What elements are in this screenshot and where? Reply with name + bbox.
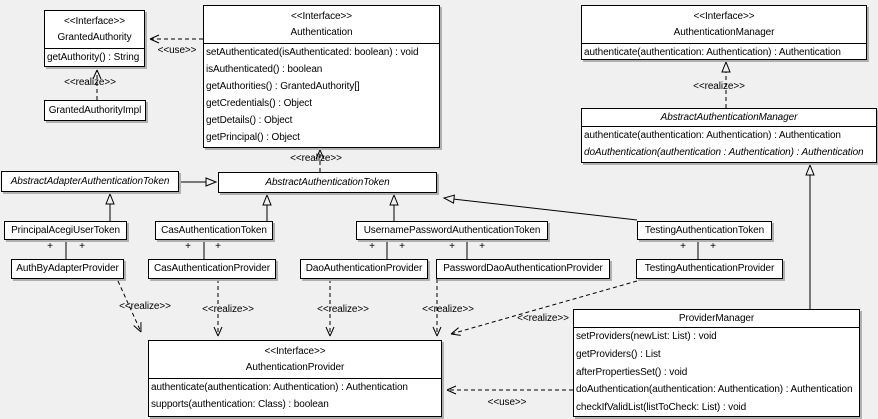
realize-label: <<realize>> xyxy=(422,304,474,315)
class-header: <<Interface>> AuthenticationManager xyxy=(582,6,866,43)
class-name: AuthenticationManager xyxy=(673,27,775,38)
edge-realize-testing-provider xyxy=(450,280,638,336)
realize-label: <<realize>> xyxy=(693,81,745,92)
realize-label: <<realize>> xyxy=(119,301,171,312)
class-name: TestingAuthenticationToken xyxy=(644,224,765,236)
stereotype-label: <<Interface>> xyxy=(693,11,755,22)
association-end-label: + xyxy=(185,241,191,252)
class-testing-authentication-provider: TestingAuthenticationProvider xyxy=(636,259,783,279)
class-name: GrantedAuthorityImpl xyxy=(48,104,142,116)
method: authenticate(authentication: Authenticat… xyxy=(151,382,408,393)
class-authentication: <<Interface>> Authentication setAuthenti… xyxy=(203,5,440,148)
class-name: CasAuthenticationProvider xyxy=(154,263,270,274)
class-granted-authority: <<Interface>> GrantedAuthority getAuthor… xyxy=(44,10,145,67)
method: doAuthentication(authentication: Authent… xyxy=(576,384,853,396)
method: authenticate(authentication: Authenticat… xyxy=(584,47,841,58)
realize-label: <<realize>> xyxy=(202,304,254,315)
method: setProviders(newList: List) : void xyxy=(576,331,717,342)
association-end-label: + xyxy=(399,241,405,252)
class-auth-by-adapter-provider: AuthByAdapterProvider xyxy=(11,259,124,279)
class-name: AbstractAuthenticationManager xyxy=(582,109,876,127)
class-name: AbstractAdapterAuthenticationToken xyxy=(10,175,170,187)
class-cas-authentication-provider: CasAuthenticationProvider xyxy=(148,259,276,279)
method: getAuthorities() : GrantedAuthority[] xyxy=(206,81,360,92)
stereotype-label: <<Interface>> xyxy=(291,11,352,22)
class-principal-acegi-user-token: PrincipalAcegiUserToken xyxy=(4,221,127,240)
class-provider-manager: ProviderManager setProviders(newList: Li… xyxy=(573,309,860,417)
association-end-label: + xyxy=(369,241,375,252)
association-end-label: + xyxy=(215,241,221,252)
class-name: ProviderManager xyxy=(574,310,859,328)
method: getDetails() : Object xyxy=(206,115,293,126)
class-header: <<Interface>> GrantedAuthority xyxy=(45,11,144,48)
class-name: PrincipalAcegiUserToken xyxy=(11,224,120,236)
class-name: Authentication xyxy=(290,27,353,38)
class-header: <<Interface>> AuthenticationProvider xyxy=(149,341,441,378)
class-name: AbstractAuthenticationToken xyxy=(265,176,390,188)
method: getProviders() : List xyxy=(576,348,661,360)
class-authentication-provider: <<Interface>> AuthenticationProvider aut… xyxy=(148,340,442,417)
realize-label: <<realize>> xyxy=(317,304,369,315)
association-end-label: + xyxy=(79,241,85,252)
class-abstract-authentication-manager: AbstractAuthenticationManager authentica… xyxy=(581,108,877,163)
stereotype-label: <<Interface>> xyxy=(64,16,125,27)
class-name: GrantedAuthority xyxy=(57,32,132,43)
method: getCredentials() : Object xyxy=(206,98,312,109)
use-label: <<use>> xyxy=(157,45,197,56)
association-end-label: + xyxy=(47,241,53,252)
method: getAuthority() : String xyxy=(47,52,140,63)
method: isAuthenticated() : boolean xyxy=(206,64,323,75)
realize-label: <<realize>> xyxy=(517,313,569,324)
class-cas-authentication-token: CasAuthenticationToken xyxy=(155,221,273,240)
edge-realize-auth-by-adapter-provider xyxy=(117,280,142,333)
class-authentication-manager: <<Interface>> AuthenticationManager auth… xyxy=(581,5,867,60)
class-abstract-authentication-token: AbstractAuthenticationToken xyxy=(218,172,437,193)
association-end-label: + xyxy=(449,241,455,252)
method: authenticate(authentication: Authenticat… xyxy=(584,130,841,141)
class-abstract-adapter-authentication-token: AbstractAdapterAuthenticationToken xyxy=(1,171,179,192)
class-name: DaoAuthenticationProvider xyxy=(305,263,423,274)
association-end-label: + xyxy=(479,241,485,252)
method: afterPropertiesSet() : void xyxy=(576,366,688,378)
class-name: TestingAuthenticationProvider xyxy=(644,263,775,274)
class-username-password-authentication-token: UsernamePasswordAuthenticationToken xyxy=(356,221,548,240)
class-dao-authentication-provider: DaoAuthenticationProvider xyxy=(300,259,428,279)
class-granted-authority-impl: GrantedAuthorityImpl xyxy=(44,100,146,121)
method: supports(authentication: Class) : boolea… xyxy=(151,399,329,410)
class-name: AuthenticationProvider xyxy=(245,362,345,373)
association-end-label: + xyxy=(680,241,686,252)
class-testing-authentication-token: TestingAuthenticationToken xyxy=(637,221,772,240)
class-name: PasswordDaoAuthenticationProvider xyxy=(443,263,603,274)
class-name: AuthByAdapterProvider xyxy=(16,263,119,274)
realize-label: <<realize>> xyxy=(290,153,342,164)
class-password-dao-authentication-provider: PasswordDaoAuthenticationProvider xyxy=(436,259,610,279)
realize-label: <<realize>> xyxy=(64,77,116,88)
class-name: UsernamePasswordAuthenticationToken xyxy=(363,224,541,236)
method: setAuthenticated(isAuthenticated: boolea… xyxy=(206,47,419,58)
class-name: CasAuthenticationToken xyxy=(161,224,267,236)
method: getPrincipal() : Object xyxy=(206,132,300,143)
class-header: <<Interface>> Authentication xyxy=(204,6,439,43)
method: doAuthentication(authentication : Authen… xyxy=(584,147,864,158)
method: checkIfValidList(listToCheck: List) : vo… xyxy=(576,402,747,414)
association-end-label: + xyxy=(710,241,716,252)
stereotype-label: <<Interface>> xyxy=(264,346,326,357)
edge-generalization-testing-token xyxy=(442,194,638,221)
use-label: <<use>> xyxy=(487,397,527,408)
